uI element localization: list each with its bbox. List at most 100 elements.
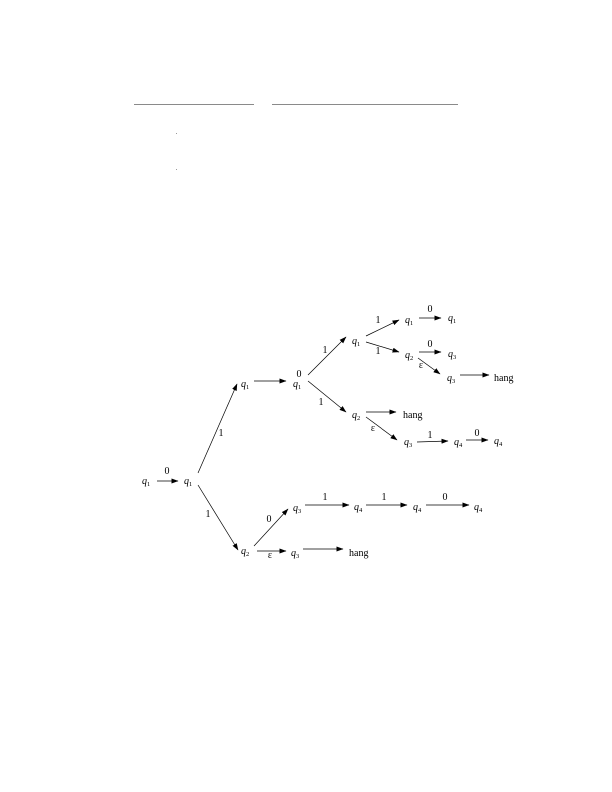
- state-subscript: 1: [453, 318, 456, 325]
- state-symbol: q: [142, 476, 147, 487]
- state-symbol: q: [405, 315, 410, 326]
- state-node: q4: [494, 436, 503, 448]
- state-symbol: q: [352, 410, 357, 421]
- transition-label: 1: [219, 428, 224, 439]
- state-subscript: 4: [359, 507, 363, 514]
- state-node: q1: [293, 379, 301, 391]
- state-subscript: 3: [409, 442, 412, 449]
- state-node: q2: [405, 350, 413, 362]
- transition-label: ε: [419, 360, 423, 371]
- state-symbol: q: [413, 502, 418, 513]
- state-symbol: q: [447, 373, 452, 384]
- state-node: q3: [447, 373, 455, 385]
- state-subscript: 4: [499, 441, 503, 448]
- state-symbol: q: [354, 502, 359, 513]
- transition-arrow: [416, 438, 449, 444]
- state-subscript: 1: [410, 320, 413, 327]
- state-node: q1: [142, 476, 150, 488]
- state-symbol: q: [405, 350, 410, 361]
- transition-arrow: [417, 357, 441, 375]
- state-symbol: q: [293, 503, 298, 514]
- state-node: q3: [404, 437, 412, 449]
- header-rule-right: [272, 104, 458, 105]
- state-subscript: 3: [296, 553, 299, 560]
- state-subscript: 4: [459, 442, 463, 449]
- transition-label: 1: [376, 315, 381, 326]
- transition-label: 0: [443, 492, 448, 503]
- state-node: q4: [413, 502, 422, 514]
- state-node: q1: [184, 476, 192, 488]
- state-node: q3: [291, 548, 299, 560]
- transition-label: 1: [319, 397, 324, 408]
- header-rule-left: [134, 104, 254, 105]
- dot-mark: [176, 169, 177, 170]
- state-subscript: 1: [246, 384, 249, 391]
- transition-arrow: [365, 319, 400, 337]
- state-subscript: 2: [357, 415, 360, 422]
- state-node: q4: [474, 502, 483, 514]
- state-symbol: q: [291, 548, 296, 559]
- state-node: q2: [352, 410, 360, 422]
- state-symbol: q: [454, 437, 459, 448]
- transition-label: 0: [428, 304, 433, 315]
- transition-label: 1: [206, 509, 211, 520]
- transition-arrow: [365, 416, 398, 441]
- transition-label: 0: [267, 514, 272, 525]
- transition-arrow: [307, 380, 347, 413]
- state-node: q4: [454, 437, 463, 449]
- state-symbol: q: [494, 436, 499, 447]
- transition-label: 0: [297, 369, 302, 380]
- state-subscript: 1: [298, 384, 301, 391]
- state-node: q2: [241, 546, 249, 558]
- state-symbol: q: [448, 313, 453, 324]
- state-symbol: q: [184, 476, 189, 487]
- state-node: q1: [448, 313, 456, 325]
- state-symbol: q: [448, 349, 453, 360]
- state-node: q1: [352, 336, 360, 348]
- transition-label: 1: [323, 492, 328, 503]
- state-node: q3: [448, 349, 456, 361]
- dot-mark: [176, 133, 177, 134]
- transition-label: 0: [165, 466, 170, 477]
- transition-arrow: [307, 336, 347, 376]
- state-subscript: 4: [479, 507, 483, 514]
- state-node: q3: [293, 503, 301, 515]
- state-symbol: q: [241, 546, 246, 557]
- state-node: q1: [241, 379, 249, 391]
- hang-state: hang: [494, 373, 513, 384]
- transition-label: 1: [428, 430, 433, 441]
- transition-label: 1: [323, 345, 328, 356]
- hang-state: hang: [403, 410, 422, 421]
- state-symbol: q: [404, 437, 409, 448]
- transition-arrow: [365, 341, 400, 353]
- state-symbol: q: [474, 502, 479, 513]
- transition-label: 0: [428, 339, 433, 350]
- state-subscript: 3: [453, 354, 456, 361]
- transition-arrow: [197, 484, 239, 551]
- state-symbol: q: [352, 336, 357, 347]
- state-symbol: q: [241, 379, 246, 390]
- state-node: q4: [354, 502, 363, 514]
- state-symbol: q: [293, 379, 298, 390]
- state-subscript: 3: [298, 508, 301, 515]
- transition-label: 1: [382, 492, 387, 503]
- state-subscript: 1: [189, 481, 192, 488]
- state-subscript: 4: [418, 507, 422, 514]
- state-subscript: 1: [357, 341, 360, 348]
- transition-label: 0: [475, 428, 480, 439]
- transition-arrow: [253, 508, 289, 547]
- transition-label: 1: [376, 346, 381, 357]
- transition-label: ε: [268, 550, 272, 561]
- transition-label: ε: [371, 423, 375, 434]
- state-node: q1: [405, 315, 413, 327]
- state-subscript: 2: [410, 355, 413, 362]
- transition-arrow: [197, 383, 238, 474]
- state-subscript: 3: [452, 378, 455, 385]
- state-subscript: 2: [246, 551, 249, 558]
- state-subscript: 1: [147, 481, 150, 488]
- hang-state: hang: [349, 548, 368, 559]
